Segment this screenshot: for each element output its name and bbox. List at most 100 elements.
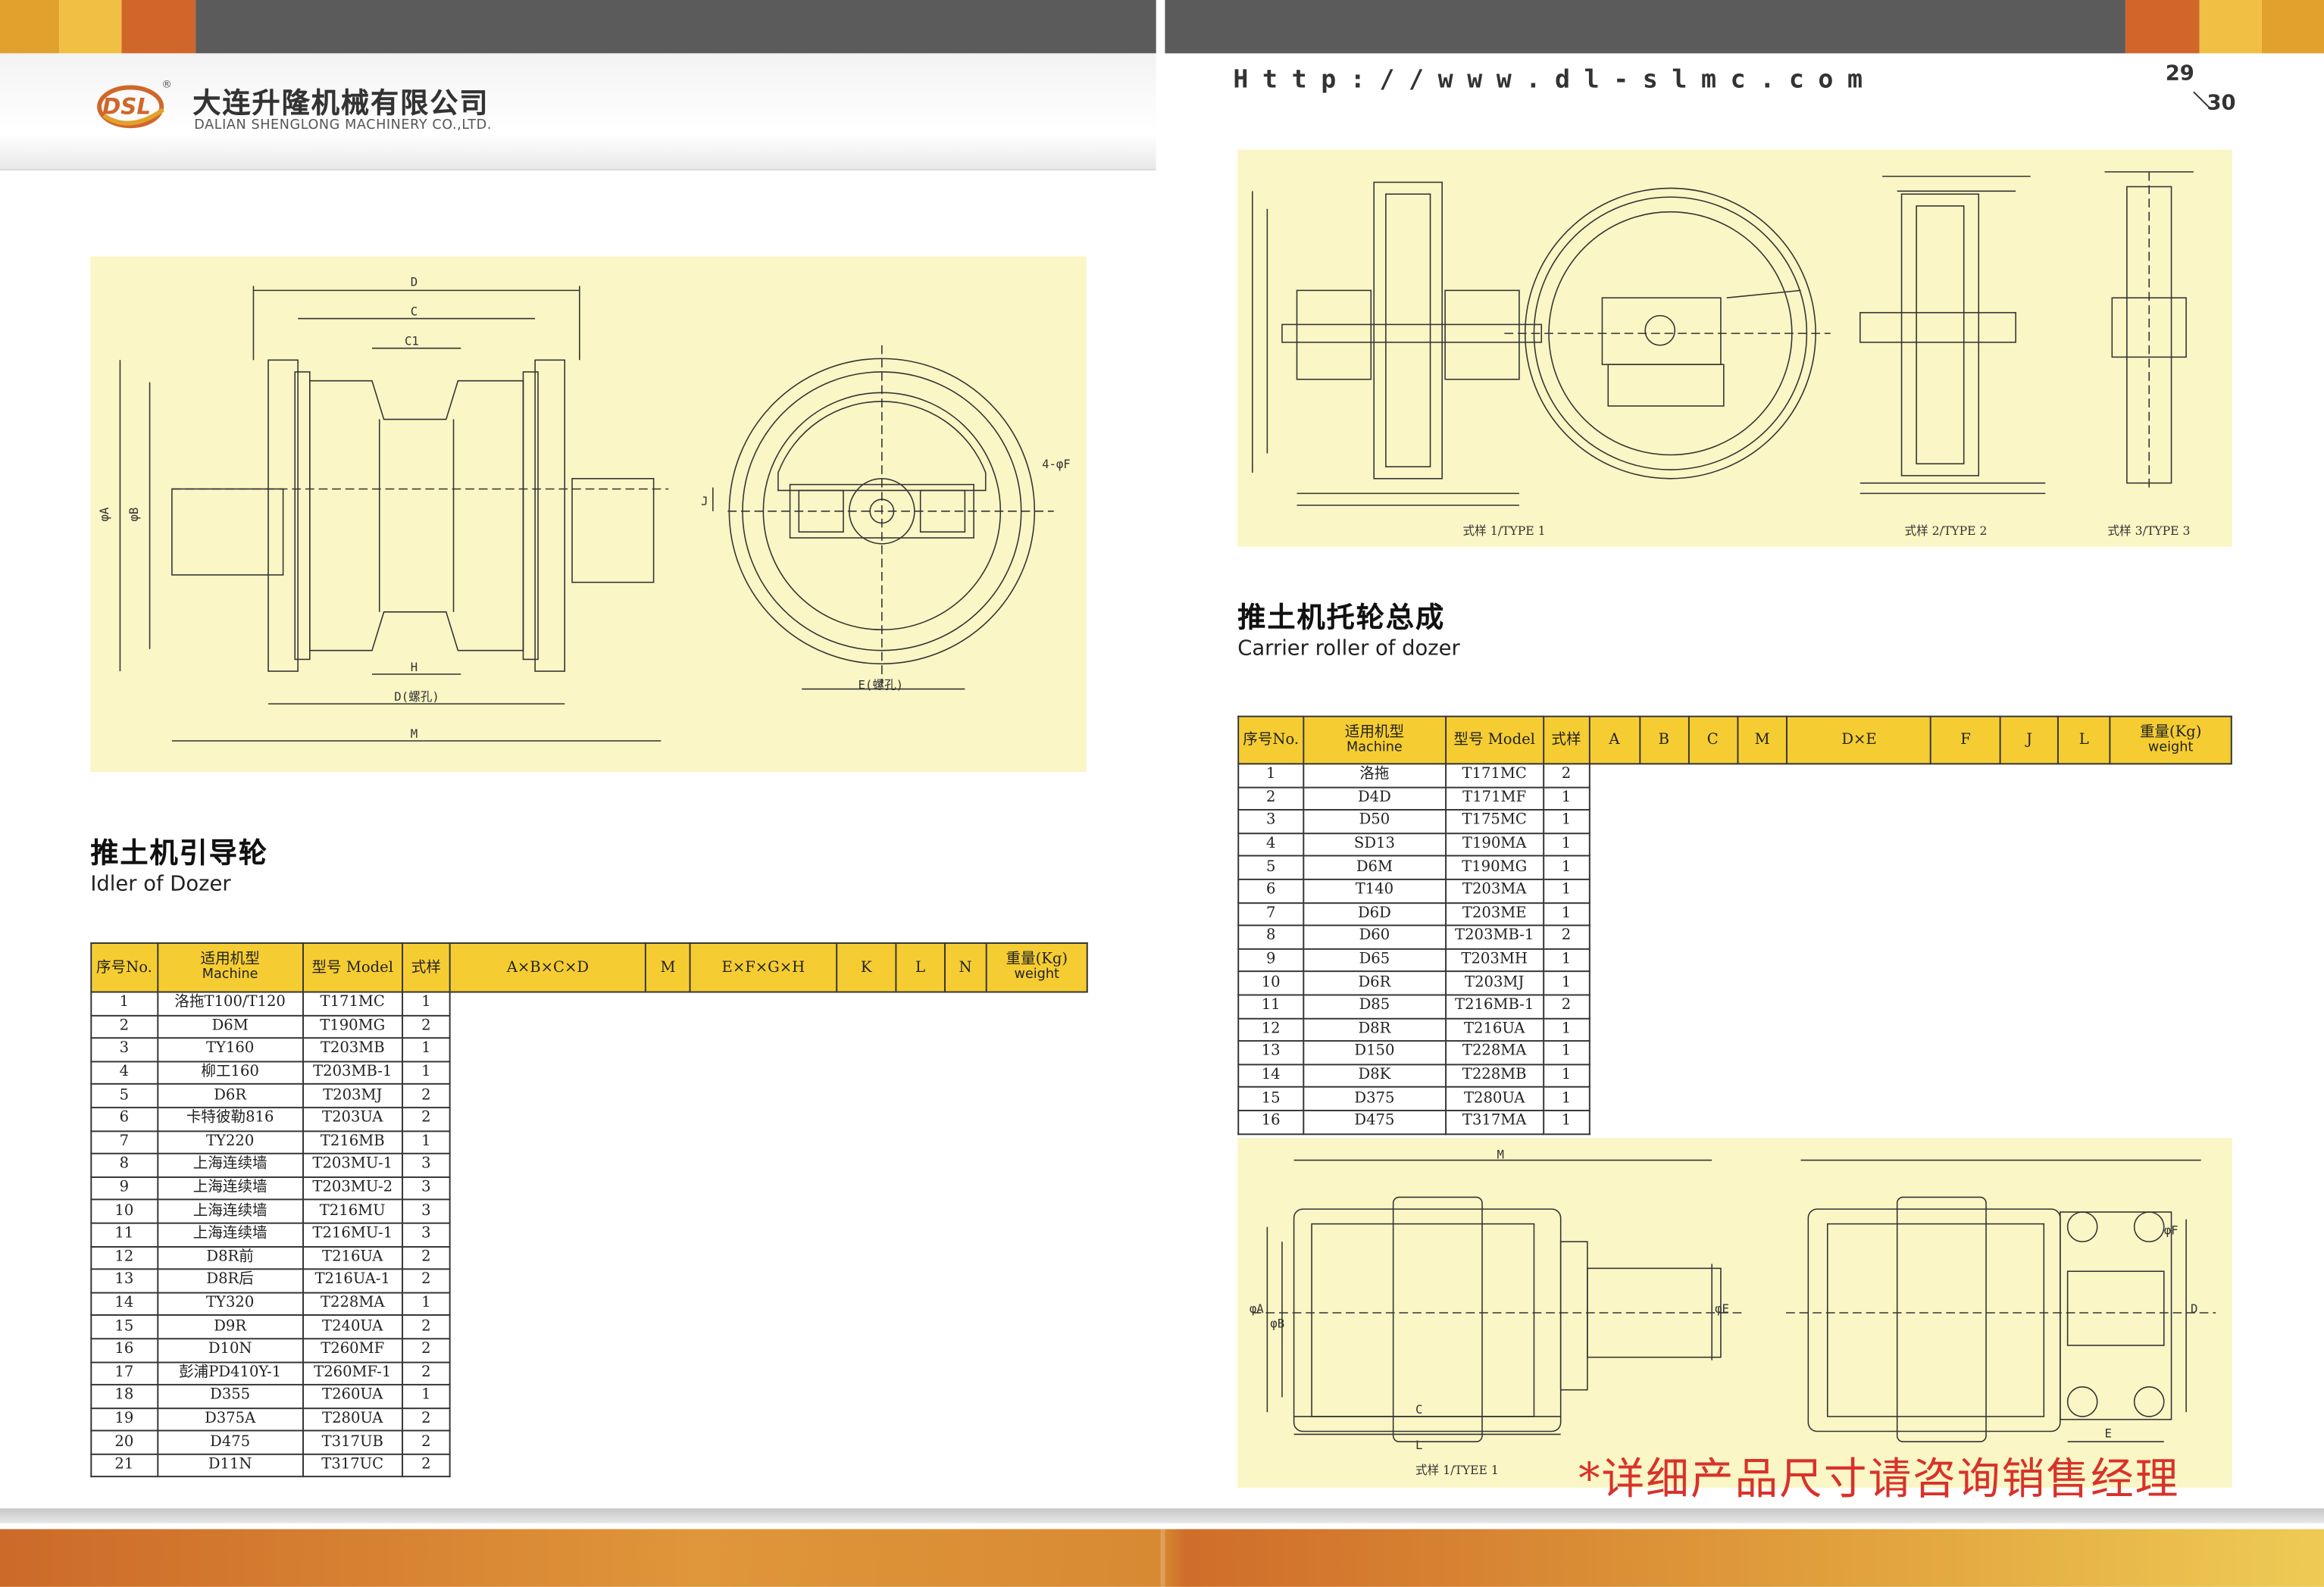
cell-machine: TY320 — [156, 1292, 304, 1317]
cell-machine: D60 — [1303, 924, 1447, 950]
dim-label-c: C — [1415, 1402, 1422, 1417]
col-weight: 重量(Kg)weight — [985, 942, 1088, 993]
cell-type: 1 — [1542, 786, 1591, 811]
cell-type: 1 — [401, 1061, 452, 1086]
cell-type: 2 — [401, 1430, 452, 1455]
cell-model: T216UA — [1444, 1017, 1544, 1042]
footer-color-band — [0, 1529, 2324, 1587]
cell-type: 1 — [1542, 1017, 1591, 1042]
dim-label-d: D — [411, 275, 418, 289]
cell-no: 4 — [90, 1061, 158, 1086]
cell-type: 1 — [1542, 855, 1591, 880]
cell-model: T216UA — [302, 1245, 403, 1270]
cell-no: 1 — [90, 991, 158, 1016]
idler-title-en: Idler of Dozer — [90, 873, 231, 897]
cell-machine: D475 — [1303, 1109, 1447, 1135]
dim-label-j: J — [701, 494, 708, 508]
col-c: C — [1687, 715, 1738, 765]
empty-dimension-area — [1589, 764, 2232, 1134]
cell-type: 1 — [401, 991, 452, 1016]
cell-no: 7 — [90, 1129, 158, 1155]
cell-machine: D8R前 — [156, 1245, 304, 1270]
contact-note: *详细产品尺寸请咨询销售经理 — [1578, 1453, 2180, 1504]
dim-label-m: M — [1497, 1148, 1504, 1162]
cell-model: T240UA — [302, 1314, 403, 1340]
cell-no: 6 — [1237, 878, 1305, 904]
cell-no: 2 — [90, 1014, 158, 1039]
dim-label-4-phi-f: 4-φF — [1042, 457, 1071, 471]
cell-model: T216MB — [302, 1129, 403, 1155]
cell-model: T171MC — [302, 991, 403, 1016]
cell-machine: 洛拖T100/T120 — [156, 991, 304, 1016]
cell-type: 2 — [401, 1453, 452, 1479]
cell-machine: SD13 — [1303, 832, 1447, 858]
cell-type: 2 — [1542, 924, 1591, 950]
cell-type: 2 — [401, 1314, 452, 1340]
dim-label-d-bolt: D(螺孔) — [394, 689, 439, 704]
cell-type: 1 — [1542, 1040, 1591, 1065]
cell-machine: 彭浦PD410Y-1 — [156, 1361, 304, 1386]
cell-no: 20 — [90, 1430, 158, 1455]
col-abcd: A×B×C×D — [449, 942, 646, 993]
cell-model: T203MA — [1444, 878, 1544, 904]
cell-no: 9 — [1237, 948, 1305, 973]
cell-model: T203MB-1 — [302, 1061, 403, 1086]
cell-no: 10 — [1237, 970, 1305, 996]
cell-type: 1 — [1542, 970, 1591, 996]
cell-model: T228MA — [1444, 1040, 1544, 1065]
cell-type: 3 — [401, 1199, 452, 1224]
dim-label-phi-e: φE — [1715, 1301, 1729, 1316]
cell-model: T216UA-1 — [302, 1268, 403, 1294]
cell-type: 2 — [401, 1338, 452, 1363]
dim-label-c: C — [411, 305, 418, 319]
cell-model: T190MG — [1444, 855, 1544, 880]
cell-type: 1 — [1542, 832, 1591, 858]
cell-machine: D6M — [156, 1014, 304, 1039]
col-type: 式样 — [1542, 715, 1591, 765]
cell-model: T216MB-1 — [1444, 994, 1544, 1019]
col-no: 序号No. — [90, 942, 158, 993]
dim-label-d: D — [2191, 1301, 2197, 1316]
cell-type: 2 — [1542, 763, 1591, 788]
cell-machine: D50 — [1303, 809, 1447, 834]
cell-no: 2 — [1237, 786, 1305, 811]
cell-machine: D355 — [156, 1384, 304, 1409]
company-name-en: DALIAN SHENGLONG MACHINERY CO.,LTD. — [194, 118, 492, 134]
cell-model: T190MG — [302, 1014, 403, 1039]
cell-model: T203UA — [302, 1107, 403, 1132]
cell-machine: D150 — [1303, 1040, 1447, 1065]
dim-label-h: H — [411, 660, 418, 674]
cell-no: 3 — [90, 1037, 158, 1062]
col-j: J — [2000, 715, 2060, 765]
col-weight: 重量(Kg)weight — [2109, 715, 2232, 765]
cell-machine: D8R — [1303, 1017, 1447, 1042]
carrier-title-cn: 推土机托轮总成 — [1237, 601, 1446, 635]
col-l: L — [895, 942, 946, 993]
cell-no: 12 — [90, 1245, 158, 1270]
cell-no: 3 — [1237, 809, 1305, 834]
cell-no: 1 — [1237, 763, 1305, 788]
cell-model: T317MA — [1444, 1109, 1544, 1135]
cell-no: 13 — [90, 1268, 158, 1294]
company-logo: DSL ® — [95, 74, 178, 145]
cell-machine: 柳工160 — [156, 1061, 304, 1086]
col-l: L — [2057, 715, 2111, 765]
website-url[interactable]: Http://www.dl-slmc.com — [1233, 65, 1877, 95]
company-name-cn: 大连升隆机械有限公司 — [192, 87, 490, 120]
cell-machine: D6M — [1303, 855, 1447, 880]
cell-type: 2 — [401, 1361, 452, 1386]
carrier-drawing-types: 式样 1/TYPE 1 式样 2/TYPE 2 式样 3/TYPE 3 — [1237, 149, 2232, 547]
cell-model: T203MB — [302, 1037, 403, 1062]
cell-model: T216MU-1 — [302, 1222, 403, 1248]
type2-label: 式样 2/TYPE 2 — [1904, 523, 1987, 538]
cell-machine: 上海连续墙 — [156, 1199, 304, 1224]
cell-machine: TY160 — [156, 1037, 304, 1062]
